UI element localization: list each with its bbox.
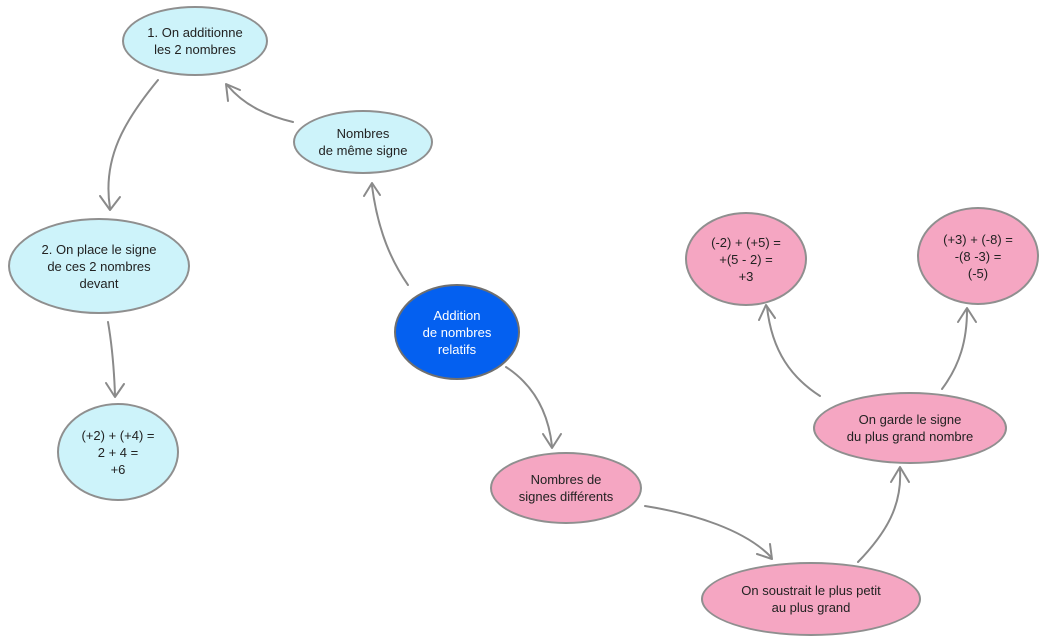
node-example-diff-2-label: (+3) + (-8) = -(8 -3) = (-5) <box>943 231 1013 281</box>
node-keep-sign[interactable]: On garde le signe du plus grand nombre <box>813 392 1007 464</box>
arrow-keep-to-example-2-head <box>957 307 977 323</box>
node-different-signs-label: Nombres de signes différents <box>518 472 614 504</box>
node-addition-relatifs[interactable]: Addition de nombres relatifs <box>394 284 520 380</box>
arrow-add-to-place-sign <box>107 79 159 209</box>
node-add-numbers[interactable]: 1. On additionne les 2 nombres <box>122 6 268 76</box>
node-example-diff-1[interactable]: (-2) + (+5) = +(5 - 2) = +3 <box>685 212 807 306</box>
node-example-same-sign-label: (+2) + (+4) = 2 + 4 = +6 <box>81 427 155 477</box>
node-subtract[interactable]: On soustrait le plus petit au plus grand <box>701 562 921 636</box>
node-addition-relatifs-label: Addition de nombres relatifs <box>422 307 492 357</box>
arrow-add-to-place-sign-head <box>99 195 121 211</box>
arrow-subtract-to-keep-head <box>890 466 910 483</box>
node-example-same-sign[interactable]: (+2) + (+4) = 2 + 4 = +6 <box>57 403 179 501</box>
arrow-different-to-subtract-head <box>756 543 773 560</box>
node-different-signs[interactable]: Nombres de signes différents <box>490 452 642 524</box>
arrow-keep-to-example-2 <box>941 309 968 390</box>
arrow-center-to-different-head <box>542 433 562 449</box>
arrow-place-sign-to-example-head <box>105 382 125 398</box>
arrow-keep-to-example-1-head <box>758 304 776 321</box>
arrow-center-to-same-sign <box>371 185 409 286</box>
node-example-diff-2[interactable]: (+3) + (-8) = -(8 -3) = (-5) <box>917 207 1039 305</box>
arrow-keep-to-example-1 <box>766 306 821 397</box>
node-place-sign-label: 2. On place le signe de ces 2 nombres de… <box>41 241 157 291</box>
node-add-numbers-label: 1. On additionne les 2 nombres <box>147 25 243 57</box>
arrow-center-to-different <box>505 366 553 447</box>
node-same-sign[interactable]: Nombres de même signe <box>293 110 433 174</box>
arrow-same-sign-to-add <box>227 85 294 123</box>
node-subtract-label: On soustrait le plus petit au plus grand <box>741 583 881 615</box>
node-same-sign-label: Nombres de même signe <box>318 126 408 158</box>
node-place-sign[interactable]: 2. On place le signe de ces 2 nombres de… <box>8 218 190 314</box>
arrow-different-to-subtract <box>644 505 772 558</box>
node-keep-sign-label: On garde le signe du plus grand nombre <box>846 412 974 444</box>
node-example-diff-1-label: (-2) + (+5) = +(5 - 2) = +3 <box>711 234 781 284</box>
arrow-subtract-to-keep <box>857 469 902 563</box>
arrow-place-sign-to-example <box>107 321 116 396</box>
arrow-center-to-same-sign-head <box>363 182 381 197</box>
arrow-same-sign-to-add-head <box>225 83 241 102</box>
